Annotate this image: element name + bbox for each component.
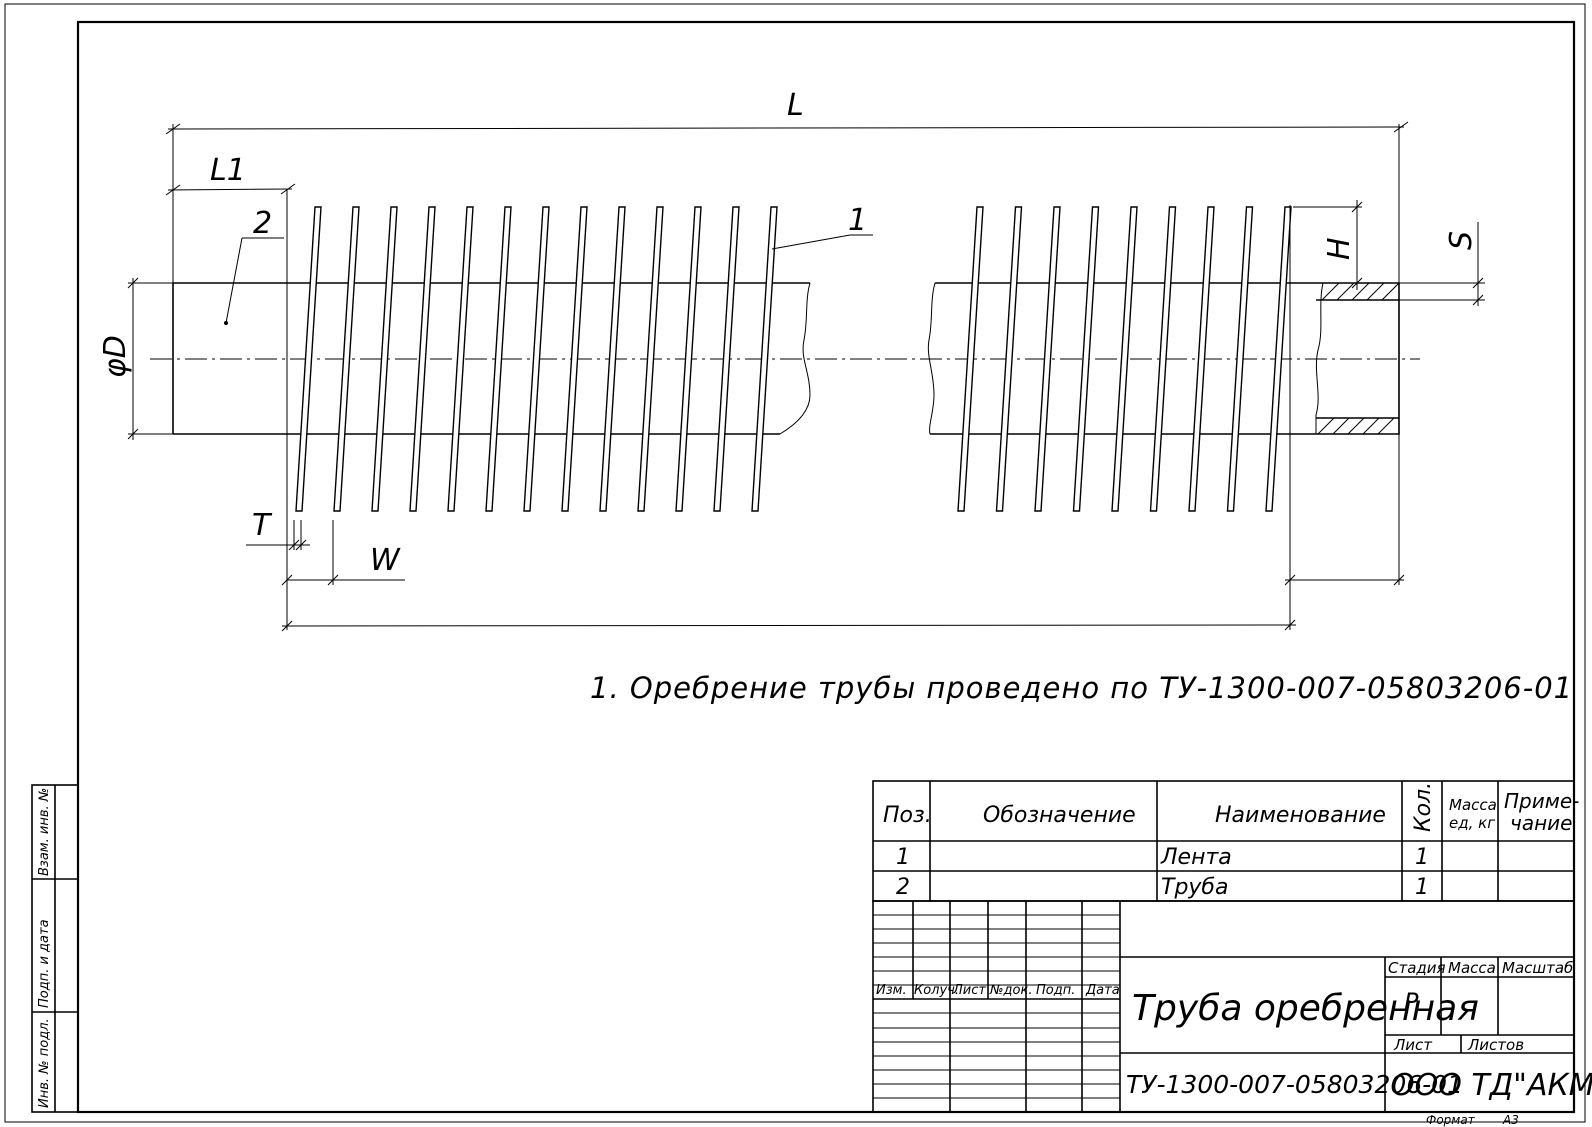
- spec-row-2-pos: 2: [896, 875, 910, 900]
- rev-header-izm: Изм.: [876, 983, 907, 998]
- fin-left-10: [637, 206, 664, 512]
- sheets-label: Листов: [1467, 1036, 1524, 1054]
- spec-row-2-name: Труба: [1161, 875, 1228, 900]
- stage-value: Р: [1404, 988, 1419, 1016]
- spec-header-mass-2: ед, кг: [1449, 814, 1495, 832]
- outer-border: [4, 3, 1586, 1123]
- stage-label: Стадия: [1388, 959, 1446, 977]
- dim-label-H: H: [1322, 237, 1357, 260]
- fin-right-9: [1265, 206, 1292, 512]
- spec-header-mass-1: Масса: [1449, 796, 1497, 814]
- rev-header-list: Лист: [952, 983, 986, 998]
- fins-right: [957, 206, 1292, 512]
- leader-1: [771, 234, 851, 250]
- fin-right-3: [1034, 206, 1061, 512]
- fin-right-5: [1111, 206, 1138, 512]
- side-stamp-sign-date: Подп. и дата: [37, 919, 52, 1008]
- hatching-bottom: [1317, 417, 1395, 435]
- mass-label: Масса: [1448, 959, 1496, 977]
- frame-border: [76, 20, 1576, 1114]
- hatching-top: [1321, 282, 1400, 301]
- spec-row-1-name: Лента: [1160, 845, 1232, 870]
- fin-left-12: [713, 206, 740, 512]
- side-stamp: Взам. инв. № Подп. и дата Инв. № подл.: [31, 784, 79, 1113]
- dimensions: [127, 121, 1485, 632]
- scale-label: Масштаб: [1502, 959, 1573, 977]
- rev-header-sign: Подп.: [1036, 983, 1075, 998]
- fin-left-4: [409, 206, 436, 512]
- drawing-title: Труба оребренная: [1132, 988, 1479, 1029]
- spec-row-1-pos: 1: [896, 845, 910, 870]
- dim-label-T: T: [252, 508, 273, 543]
- spec-header-name: Наименование: [1215, 803, 1386, 828]
- pipe-break-right: [927, 282, 936, 435]
- spec-header-pos: Поз.: [883, 803, 932, 828]
- fin-left-7: [523, 206, 550, 512]
- position-label-2: 2: [253, 206, 272, 241]
- rev-header-doc: №док.: [989, 983, 1032, 998]
- format-label: Формат: [1426, 1113, 1476, 1127]
- section-break-line: [1315, 282, 1324, 434]
- pipe-left-body: [172, 282, 810, 435]
- fin-left-3: [371, 206, 398, 512]
- spec-header-designation: Обозначение: [983, 803, 1136, 828]
- doc-number: ТУ-1300-007-05803206-01: [1126, 1070, 1463, 1099]
- pipe-drawing: [150, 124, 1420, 630]
- fin-left-8: [561, 206, 588, 512]
- side-stamp-replace-inv: Взам. инв. №: [37, 788, 52, 876]
- dim-line-L: [167, 126, 1405, 130]
- fin-left-9: [599, 206, 626, 512]
- spec-table: [872, 780, 1575, 902]
- fin-left-1: [295, 206, 322, 512]
- fin-right-6: [1149, 206, 1177, 512]
- spec-header-note-1: Приме-: [1504, 789, 1579, 813]
- rev-header-date: Дата: [1085, 983, 1120, 998]
- sheet-label: Лист: [1393, 1036, 1433, 1054]
- dim-label-D: φD: [98, 335, 133, 378]
- spec-header-qty: Кол.: [1411, 782, 1436, 832]
- format-value: А3: [1502, 1113, 1519, 1127]
- fin-right-4: [1072, 206, 1100, 512]
- fin-left-11: [675, 206, 702, 512]
- dim-label-W: W: [370, 543, 401, 578]
- pipe-break-left: [779, 282, 811, 435]
- dim-line-L1: [167, 188, 293, 191]
- fin-left-13: [751, 206, 778, 512]
- dim-line-fin-length: [281, 624, 1297, 627]
- company-name: ООО ТД"АКМЗ": [1391, 1068, 1592, 1103]
- title-block: [872, 900, 1575, 1113]
- spec-header-note-2: чание: [1510, 811, 1572, 835]
- dim-label-L1: L1: [210, 153, 246, 188]
- fin-left-2: [333, 206, 360, 512]
- fin-right-7: [1188, 206, 1215, 512]
- drawing-note: 1. Оребрение трубы проведено по ТУ-1300-…: [590, 671, 1573, 705]
- fins-left: [295, 206, 778, 512]
- fin-left-6: [485, 206, 512, 512]
- fin-right-8: [1226, 206, 1254, 512]
- spec-row-2-qty: 1: [1415, 875, 1429, 900]
- leader-2: [225, 237, 243, 324]
- spec-row-1-qty: 1: [1415, 845, 1429, 870]
- dim-label-S: S: [1444, 231, 1479, 250]
- rev-header-koluch: Колуч.: [914, 983, 959, 998]
- dim-label-L: L: [787, 88, 804, 123]
- position-label-1: 1: [848, 203, 867, 238]
- fin-left-5: [447, 206, 474, 512]
- fin-right-1: [957, 206, 984, 512]
- side-stamp-inv-orig: Инв. № подл.: [37, 1018, 52, 1108]
- fin-right-2: [995, 206, 1023, 512]
